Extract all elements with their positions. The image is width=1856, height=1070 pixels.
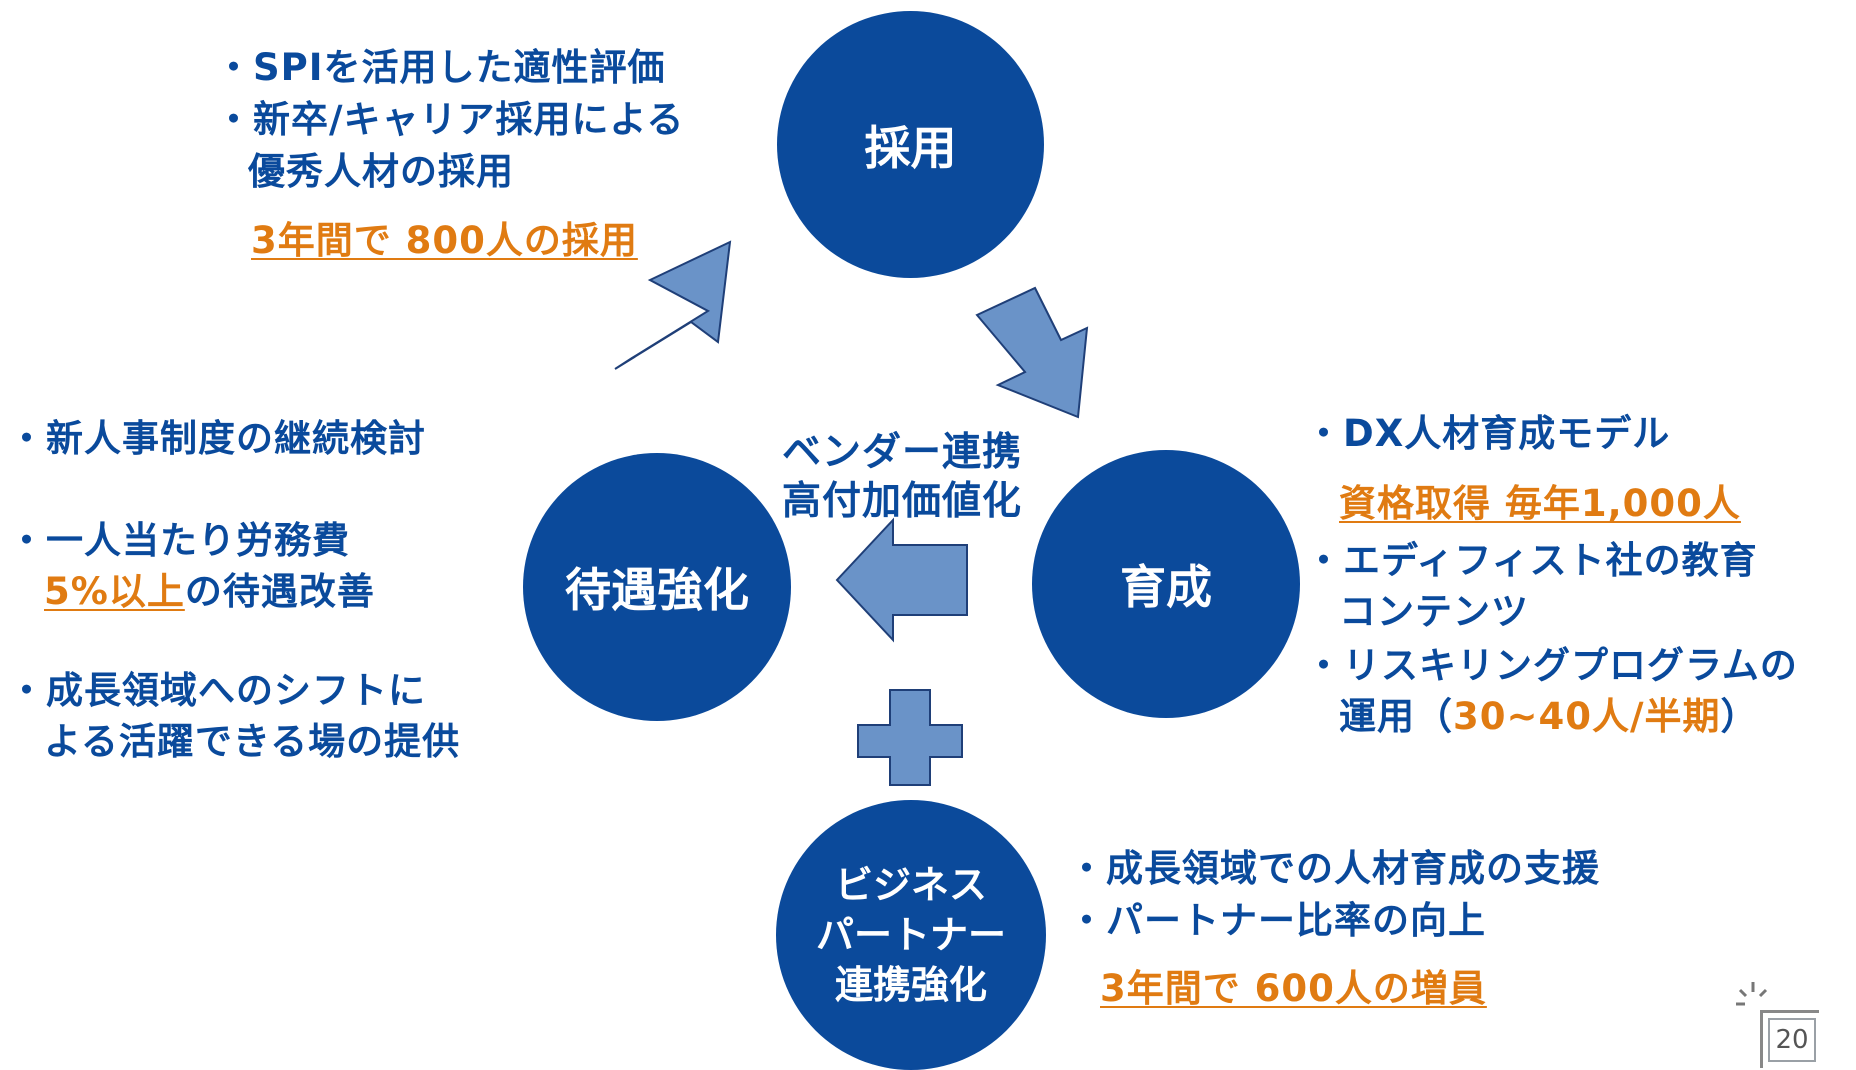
circle-saiyo-label: 採用	[864, 120, 957, 175]
taigu-bullet-2a: ・一人当たり労務費	[8, 519, 350, 562]
taigu-bullet-2b: 5%以上の待遇改善	[44, 566, 375, 618]
saiyo-bullet-1: ・SPIを活用した適性評価	[215, 46, 666, 89]
circle-partner-line1: ビジネス	[834, 863, 987, 907]
circle-taigu-label: 待遇強化	[565, 563, 749, 617]
ikusei-bullet-3b-highlight: 30~40人/半期	[1453, 695, 1721, 738]
ikusei-bullet-3a: ・リスキリングプログラムの	[1305, 644, 1798, 687]
taigu-bullet-1: ・新人事制度の継続検討	[8, 417, 426, 460]
arrow-to-saiyo	[614, 240, 732, 370]
arrow-to-ikusei	[975, 286, 1089, 419]
ikusei-highlight: 資格取得 毎年1,000人	[1339, 482, 1741, 525]
plus-icon	[857, 689, 963, 786]
circle-ikusei-label: 育成	[1120, 560, 1212, 614]
arrow-to-taigu	[835, 517, 968, 643]
taigu-bullet-2b-rest: の待遇改善	[184, 570, 375, 613]
taigu-bullet-3a: ・成長領域へのシフトに	[8, 669, 426, 712]
center-label-line2: 高付加価値化	[782, 479, 1023, 524]
circle-taigu: 待遇強化	[523, 453, 791, 721]
saiyo-highlight: 3年間で 800人の採用	[251, 219, 638, 262]
taigu-highlight: 5%以上	[44, 570, 185, 613]
page-number: 20	[1768, 1018, 1816, 1062]
ikusei-bullet-3b: 運用（30~40人/半期）	[1339, 691, 1759, 743]
saiyo-bullet-2a: ・新卒/キャリア採用による	[215, 98, 685, 141]
circle-partner-line3: 連携強化	[834, 963, 987, 1007]
ikusei-bullet-2b: コンテンツ	[1339, 590, 1529, 633]
circle-partner: ビジネス パートナー 連携強化	[776, 800, 1046, 1070]
taigu-bullet-3b: よる活躍できる場の提供	[44, 720, 461, 763]
partner-bullet-1: ・成長領域での人材育成の支援	[1068, 847, 1600, 890]
sparkle-icon	[1736, 982, 1768, 1006]
ikusei-bullet-3b-pre: 運用（	[1339, 695, 1453, 738]
ikusei-bullet-2a: ・エディフィスト社の教育	[1305, 539, 1758, 582]
page-number-frame	[1760, 1010, 1819, 1068]
circle-partner-line2: パートナー	[815, 913, 1006, 957]
center-label-line1: ベンダー連携	[782, 430, 1023, 475]
circle-saiyo: 採用	[777, 11, 1044, 278]
circle-ikusei: 育成	[1032, 450, 1300, 718]
ikusei-bullet-1: ・DX人材育成モデル	[1305, 412, 1671, 455]
saiyo-bullet-2b: 優秀人材の採用	[248, 150, 514, 193]
partner-bullet-2: ・パートナー比率の向上	[1068, 899, 1486, 942]
partner-highlight: 3年間で 600人の増員	[1100, 967, 1487, 1010]
ikusei-bullet-3b-post: ）	[1720, 695, 1759, 738]
